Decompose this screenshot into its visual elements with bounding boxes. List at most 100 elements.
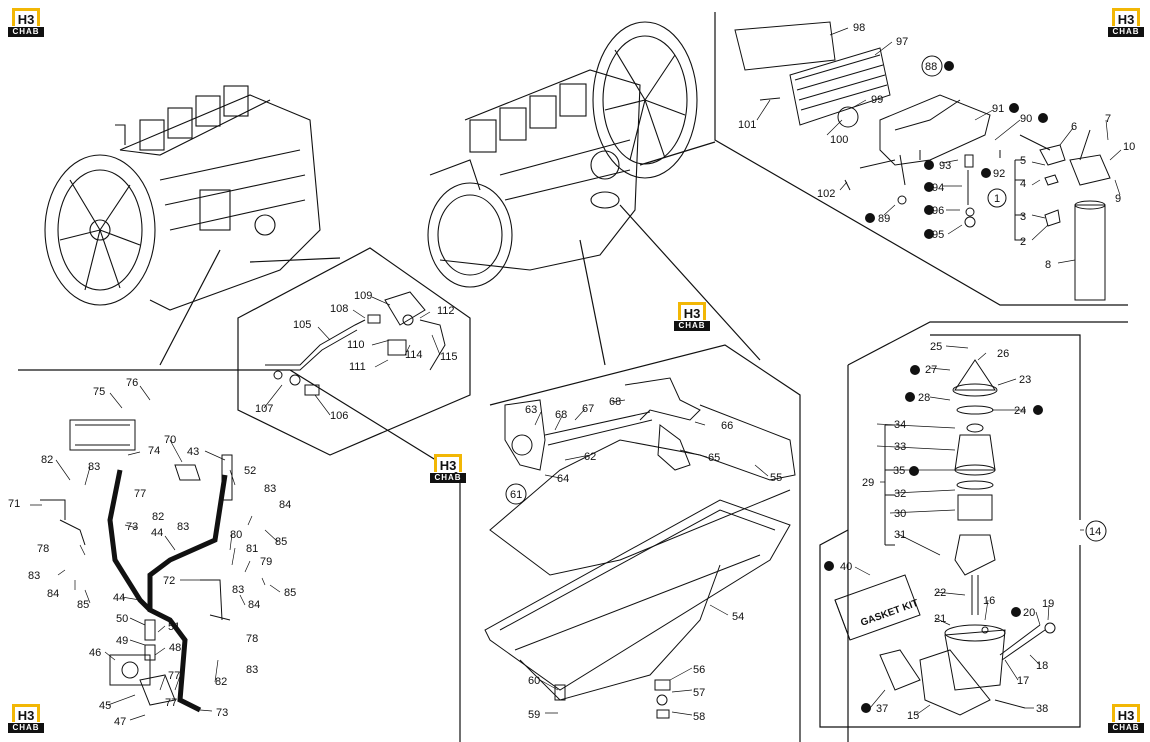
logo-text: CHAB (8, 27, 44, 37)
callout-105: 105 (293, 319, 311, 331)
callout-95: 95 (932, 229, 944, 241)
callout-44b: 44 (113, 592, 125, 604)
callout-52: 52 (244, 465, 256, 477)
callout-19: 19 (1042, 598, 1054, 610)
callout-3: 3 (1020, 211, 1026, 223)
callout-100: 100 (830, 134, 848, 146)
callout-99: 99 (871, 94, 883, 106)
divider-left-panel (18, 369, 461, 742)
callout-115: 115 (440, 351, 458, 363)
callout-83a: 83 (88, 461, 100, 473)
panel-right-box (819, 334, 1081, 728)
callout-77c: 77 (165, 697, 177, 709)
callout-35: 35 (893, 465, 905, 477)
callout-7: 7 (1105, 113, 1111, 125)
callout-90: 90 (1020, 113, 1032, 125)
brand-logo-top-left: H3 CHAB (8, 8, 44, 38)
callout-31: 31 (894, 529, 906, 541)
callout-92: 92 (993, 168, 1005, 180)
callout-96: 96 (932, 205, 944, 217)
callout-labels: 98 97 88 99 101 100 91 90 7 6 10 5 4 9 1… (8, 22, 1135, 728)
callout-circles (505, 55, 1107, 542)
breather-assembly (265, 291, 446, 396)
callout-32: 32 (894, 488, 906, 500)
callout-83e: 83 (232, 584, 244, 596)
callout-5: 5 (1020, 155, 1026, 167)
callout-78b: 78 (246, 633, 258, 645)
callout-28: 28 (918, 392, 930, 404)
callout-76: 76 (126, 377, 138, 389)
callout-2: 2 (1020, 236, 1026, 248)
leader-engine-center (579, 141, 761, 366)
logo-mark: H3 (683, 306, 701, 321)
callout-82b: 82 (152, 511, 164, 523)
logo-mark: H3 (1117, 12, 1135, 27)
callout-4: 4 (1020, 178, 1026, 190)
callout-89: 89 (878, 213, 890, 225)
callout-1: 1 (994, 193, 1000, 205)
callout-73b: 73 (216, 707, 228, 719)
callout-102: 102 (817, 188, 835, 200)
callout-84b: 84 (47, 588, 59, 600)
callout-77a: 77 (134, 488, 146, 500)
callout-72: 72 (163, 575, 175, 587)
callout-45: 45 (99, 700, 111, 712)
logo-text: CHAB (674, 321, 710, 331)
callout-114: 114 (405, 349, 423, 361)
callout-51: 51 (168, 621, 180, 633)
callout-40: 40 (840, 561, 852, 573)
brand-logo-middle-left: H3 CHAB (430, 454, 466, 484)
leader-lines (30, 27, 1122, 721)
callout-23: 23 (1019, 374, 1031, 386)
callout-59: 59 (528, 709, 540, 721)
callout-61: 61 (510, 489, 522, 501)
callout-66: 66 (721, 420, 733, 432)
callout-50: 50 (116, 613, 128, 625)
callout-14: 14 (1089, 526, 1101, 538)
callout-24: 24 (1014, 405, 1026, 417)
logo-text: CHAB (1108, 723, 1144, 733)
callout-98: 98 (853, 22, 865, 34)
callout-62: 62 (584, 451, 596, 463)
leader-engine-left (159, 249, 341, 366)
callout-34: 34 (894, 419, 906, 431)
callout-30: 30 (894, 508, 906, 520)
callout-63: 63 (525, 404, 537, 416)
callout-109: 109 (354, 290, 372, 302)
callout-48: 48 (169, 642, 181, 654)
callout-15: 15 (907, 710, 919, 722)
callout-84a: 84 (279, 499, 291, 511)
engine-left (44, 85, 321, 311)
callout-47: 47 (114, 716, 126, 728)
callout-80: 80 (230, 529, 242, 541)
callout-108: 108 (330, 303, 348, 315)
callout-17: 17 (1017, 675, 1029, 687)
callout-94: 94 (932, 182, 944, 194)
callout-44a: 44 (151, 527, 163, 539)
callout-111: 111 (349, 361, 366, 373)
callout-68b: 68 (609, 396, 621, 408)
brand-logo-bottom-left: H3 CHAB (8, 704, 44, 734)
callout-110: 110 (347, 339, 365, 351)
callout-78a: 78 (37, 543, 49, 555)
brand-logo-center: H3 CHAB (674, 302, 710, 332)
callout-26: 26 (997, 348, 1009, 360)
callout-81: 81 (246, 543, 258, 555)
callout-106: 106 (330, 410, 348, 422)
callout-46: 46 (89, 647, 101, 659)
callout-85a: 85 (275, 536, 287, 548)
callout-97: 97 (896, 36, 908, 48)
callout-85b: 85 (77, 599, 89, 611)
callout-67: 67 (582, 403, 594, 415)
logo-mark: H3 (17, 708, 35, 723)
callout-65: 65 (708, 452, 720, 464)
callout-107: 107 (255, 403, 273, 415)
callout-43: 43 (187, 446, 199, 458)
callout-64: 64 (557, 473, 569, 485)
logo-mark: H3 (1117, 708, 1135, 723)
callout-82a: 82 (41, 454, 53, 466)
callout-49: 49 (116, 635, 128, 647)
callout-56: 56 (693, 664, 705, 676)
brand-logo-top-right: H3 CHAB (1108, 8, 1144, 38)
